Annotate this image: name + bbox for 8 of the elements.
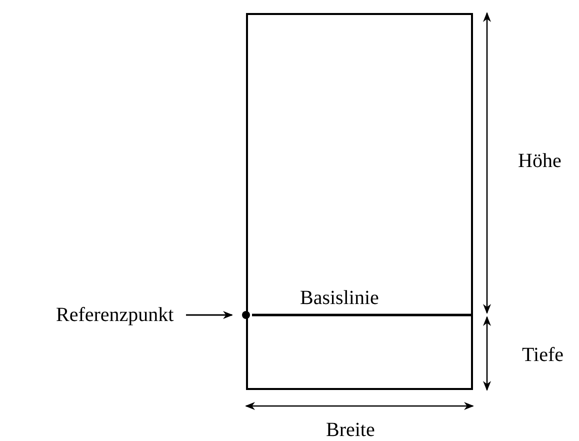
dimension-label: Höhe (518, 150, 562, 172)
dimension-label: Tiefe (522, 344, 564, 366)
reference-point-dot (242, 311, 250, 319)
dimension-label: Breite (326, 419, 375, 441)
arrow (186, 311, 233, 319)
reference-point-label: Referenzpunkt (56, 304, 174, 326)
baseline-label: Basislinie (300, 287, 379, 309)
text-box (246, 13, 473, 390)
